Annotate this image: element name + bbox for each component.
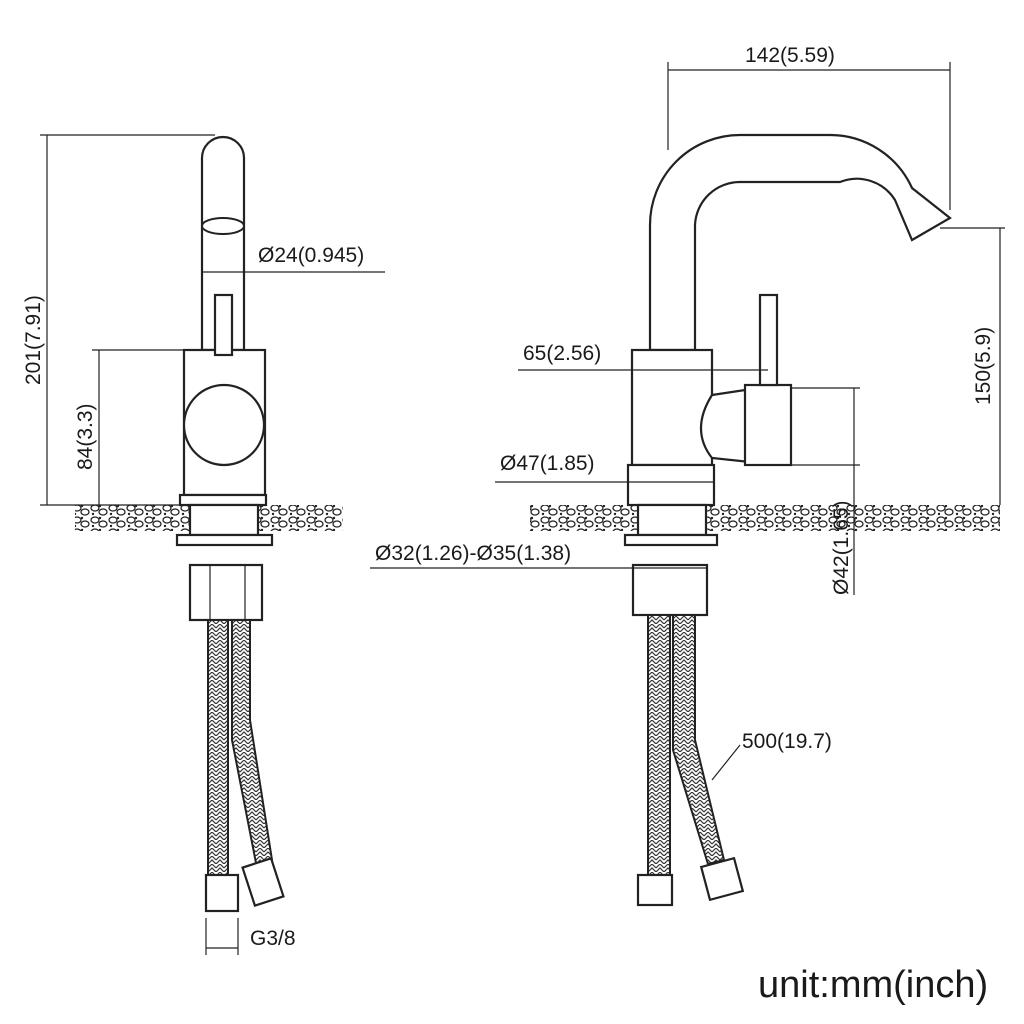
dim-hose-length: 500(19.7) [742, 730, 832, 753]
fitting-b [241, 856, 285, 908]
hose-d [672, 614, 726, 866]
unit-label: unit:mm(inch) [758, 964, 988, 1006]
lever-front [758, 293, 779, 387]
front-view: 142(5.59) 150(5.9) 65(2.56) Ø47(1.85) Ø4… [370, 44, 1005, 907]
lever [213, 293, 234, 357]
hose-c [647, 614, 671, 876]
shank [188, 503, 260, 537]
flange [175, 533, 274, 547]
dim-handle-offset: 65(2.56) [523, 342, 601, 365]
fitting-a [204, 873, 240, 913]
faucet-body-front [630, 348, 714, 467]
dim-mounting-hole: Ø32(1.26)-Ø35(1.38) [375, 542, 571, 565]
dim-spout-diameter: Ø24(0.945) [258, 244, 364, 267]
side-view: 201(7.91) 84(3.3) Ø24(0.945) G3/8 [22, 134, 385, 955]
dim-handle-diameter: Ø42(1.65) [830, 500, 853, 595]
handle-cylinder [743, 383, 793, 467]
flange-front [623, 533, 719, 547]
shank-front [636, 503, 708, 537]
hose-a [207, 619, 229, 876]
mounting-nut [188, 563, 264, 622]
fitting-c [636, 873, 674, 907]
base-ring [178, 493, 268, 507]
dim-total-height: 201(7.91) [22, 295, 45, 385]
dim-spout-height: 150(5.9) [972, 327, 995, 405]
mounting-nut-front [631, 563, 709, 617]
handle-circle [182, 383, 266, 467]
dim-body-height: 84(3.3) [74, 403, 97, 470]
hose-b [231, 619, 274, 865]
spout-arc [648, 133, 952, 352]
spout-tube [200, 135, 246, 352]
handle-cone [700, 388, 752, 464]
dim-base-diameter: Ø47(1.85) [500, 452, 595, 475]
dim-connector-thread: G3/8 [250, 927, 296, 950]
dim-spout-reach: 142(5.59) [745, 44, 835, 67]
fitting-d [699, 856, 745, 902]
countertop-right [530, 505, 1000, 531]
base-ring-front [626, 463, 716, 507]
spout-outlet [201, 217, 245, 235]
